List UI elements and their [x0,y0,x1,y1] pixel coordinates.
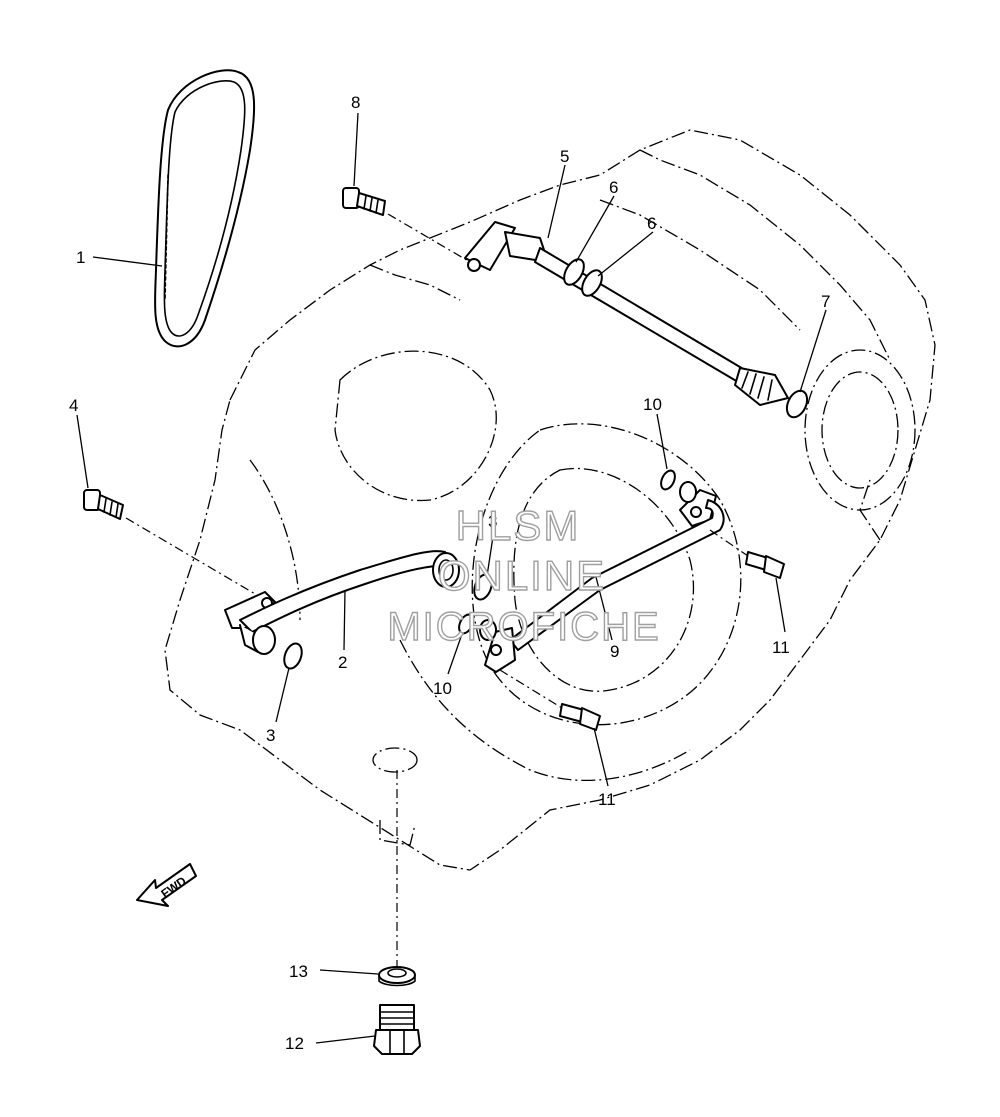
watermark-line-3: MICROFICHE [387,605,660,649]
o-ring-10a [660,469,676,491]
callout-7: 7 [821,292,830,311]
bolt-4 [83,489,263,599]
bolt-11a [709,529,785,579]
callout-4: 4 [69,396,78,415]
callout-9: 9 [610,642,619,661]
o-ring-3a [283,642,303,670]
callout-5: 5 [560,147,569,166]
watermark: HLSM ONLINE MICROFICHE [387,501,660,649]
callout-3a: 3 [266,726,275,745]
watermark-line-2: ONLINE [438,552,606,599]
callout-8: 8 [351,93,360,112]
oil-pipe-9 [479,481,725,673]
callout-11a: 11 [772,638,790,657]
fwd-arrow-icon: FWD [136,863,197,907]
callout-6b: 6 [647,214,656,233]
o-ring-7 [785,389,809,419]
o-ring-10b [458,613,474,635]
oil-pipe-2 [224,550,460,655]
cam-chain [154,69,256,348]
callout-labels: 1 8 5 6 6 7 4 2 3 3 10 10 9 11 11 13 12 [69,93,830,1053]
leader-lines [76,112,827,1044]
o-ring-6b [581,269,603,297]
oil-pipe-5 [464,221,789,406]
crankcase-outline [164,129,936,871]
callout-12: 12 [285,1034,304,1053]
callout-6a: 6 [609,178,618,197]
drain-plug-12 [373,770,421,1055]
bolt-11b [499,669,601,731]
gasket-13 [378,966,416,987]
bolt-8 [342,187,471,263]
callout-11b: 11 [598,790,616,809]
watermark-line-1: HLSM [456,502,581,549]
callout-13: 13 [289,962,308,981]
callout-2: 2 [338,653,347,672]
callout-10b: 10 [433,679,452,698]
callout-1: 1 [76,248,85,267]
callout-3b: 3 [488,512,497,531]
callout-10a: 10 [643,395,662,414]
o-ring-6a [563,258,585,286]
